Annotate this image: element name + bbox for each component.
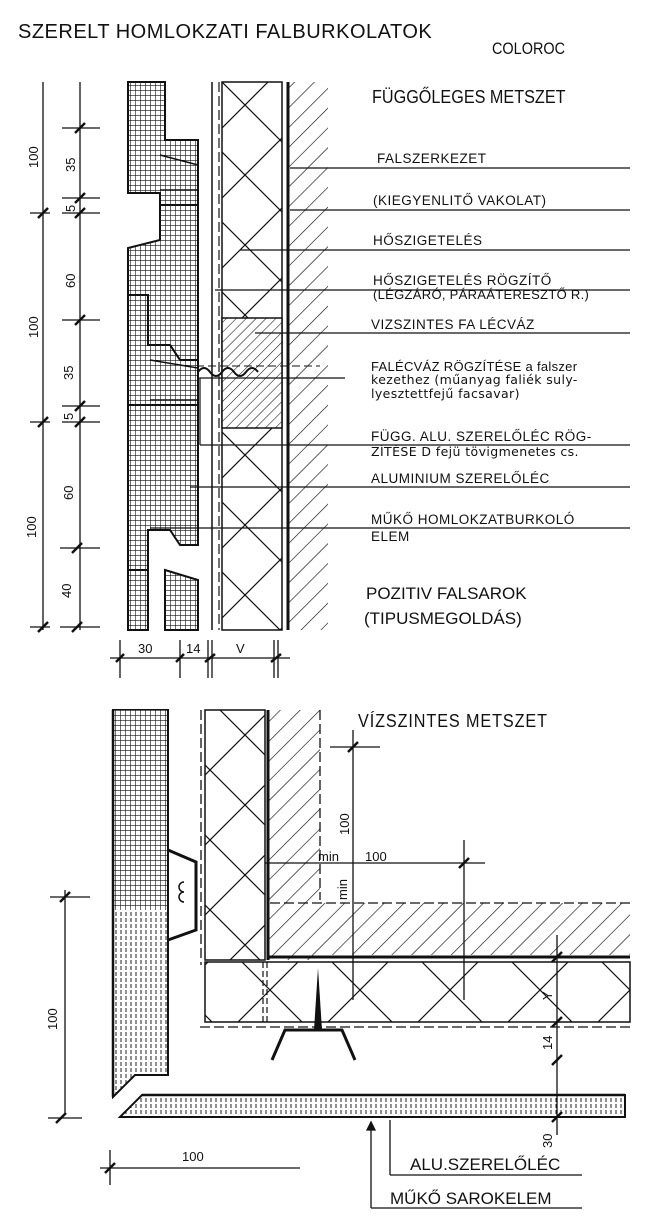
label-wall-structure: FALSZERKEZET bbox=[377, 151, 487, 166]
corner-heading: POZITIV FALSAROK bbox=[366, 584, 527, 603]
label-alu-rail: ALU.SZERELŐLÉC bbox=[410, 1155, 561, 1174]
dim-100-horizontal: 100 bbox=[365, 849, 387, 864]
label-leveling-plaster: (KIEGYENLITŐ VAKOLAT) bbox=[373, 193, 547, 208]
vertical-section-drawing bbox=[30, 81, 630, 678]
label-stone-cladding-2: ELEM bbox=[371, 529, 410, 544]
dim-60-a: 60 bbox=[63, 273, 78, 288]
label-lath-fixing-2: kezethez (műanyag faliék suly- bbox=[371, 372, 578, 387]
label-insulation: HŐSZIGETELÉS bbox=[373, 233, 483, 248]
drawing-title: SZERELT HOMLOKZATI FALBURKOLATOK bbox=[18, 21, 433, 43]
dim-30: 30 bbox=[138, 641, 153, 656]
dim-100-vertical: 100 bbox=[337, 813, 352, 835]
label-wood-lath: VIZSZINTES FA LÉCVÁZ bbox=[371, 317, 535, 332]
vertical-section-heading: FÜGGŐLEGES METSZET bbox=[372, 87, 566, 107]
dim-min-label-2: min bbox=[335, 879, 350, 900]
dim-14-b: 14 bbox=[540, 1035, 555, 1050]
vertical-dimensions bbox=[30, 82, 100, 633]
screw-icon bbox=[314, 968, 322, 1030]
corner-subheading: (TIPUSMEGOLDÁS) bbox=[364, 609, 522, 628]
leader-lines bbox=[150, 167, 630, 529]
horizontal-section-drawing bbox=[48, 709, 631, 1209]
label-aluminium-rail: ALUMINIUM SZERELŐLÉC bbox=[371, 471, 550, 486]
dim-100-a: 100 bbox=[26, 146, 41, 168]
label-lath-fixing: FALÉCVÁZ RÖGZÍTÉSE a falszer bbox=[371, 359, 578, 374]
dim-100-c: 100 bbox=[24, 516, 39, 538]
label-corner-element: MŰKŐ SAROKELEM bbox=[390, 1189, 552, 1208]
horizontal-section-heading: VÍZSZINTES METSZET bbox=[358, 711, 548, 731]
dim-30-b: 30 bbox=[540, 1133, 555, 1148]
dim-35-a: 35 bbox=[63, 157, 78, 172]
dim-14: 14 bbox=[186, 641, 201, 656]
horizontal-dimensions bbox=[110, 640, 290, 678]
dim-5-a: 5 bbox=[63, 204, 78, 212]
wood-lath bbox=[221, 317, 283, 429]
label-lath-fixing-3: lyesztettfejű facsavar) bbox=[371, 386, 520, 401]
brand-label: COLOROC bbox=[492, 39, 566, 58]
dim-100-bottom: 100 bbox=[182, 1149, 204, 1164]
dim-100-b: 100 bbox=[26, 316, 41, 338]
dim-min-label: min bbox=[318, 849, 339, 864]
dim-60-b: 60 bbox=[61, 485, 76, 500]
dim-v: V bbox=[236, 641, 245, 656]
label-insulation-fixing-note: (LÉGZÁRÓ, PÁRAÁTERESZTŐ R.) bbox=[373, 287, 590, 302]
horizontal-section-dimensions bbox=[48, 730, 582, 1209]
dim-40: 40 bbox=[59, 583, 74, 598]
label-stone-cladding: MŰKŐ HOMLOKZATBURKOLÓ bbox=[371, 512, 575, 527]
label-insulation-fixing: HŐSZIGETELÉS RÖGZÍTŐ bbox=[373, 273, 552, 288]
dim-100-left: 100 bbox=[45, 1008, 60, 1030]
dim-5-b: 5 bbox=[61, 412, 76, 420]
label-rail-fixing: FÜGG. ALU. SZERELŐLÉC RÖG- bbox=[371, 429, 592, 444]
label-rail-fixing-2: ZÍTÉSE D fejü tövigmenetes cs. bbox=[371, 444, 579, 459]
dim-y: Y bbox=[540, 991, 555, 1000]
wall-structure bbox=[288, 82, 328, 630]
dim-35-b: 35 bbox=[61, 365, 76, 380]
screw-icon bbox=[197, 367, 259, 377]
